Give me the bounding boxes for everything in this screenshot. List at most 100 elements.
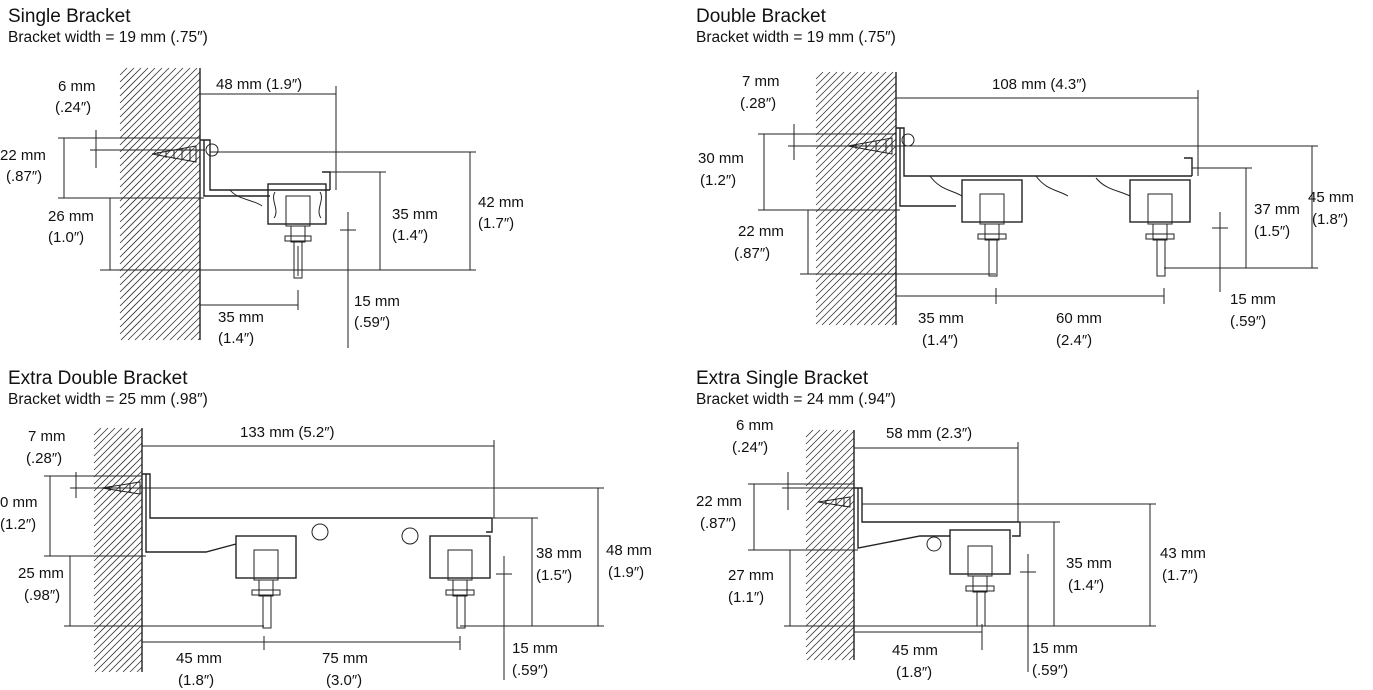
hatch-line (815, 71, 831, 87)
dim-label: 22 mm (0, 147, 46, 164)
hatch-line (805, 451, 855, 501)
hatch-line (119, 246, 201, 328)
dim-label: 25 mm (18, 565, 64, 582)
dimension-labels: 6 mm (.24″) 48 mm (1.9″) 22 mm (.87″) 26… (0, 76, 524, 347)
hatch-line (815, 96, 897, 178)
dim-label: (.87″) (734, 245, 770, 262)
dim-label: (.28″) (740, 95, 776, 112)
hatch-line (870, 299, 897, 326)
dim-label: (1.9″) (608, 564, 644, 581)
dim-label: 30 mm (698, 150, 744, 167)
dim-label: 0 mm (0, 494, 38, 511)
dimension-labels: 6 mm (.24″) 58 mm (2.3″) 22 mm (.87″) 27… (696, 417, 1206, 681)
dim-label: (1.2″) (700, 172, 736, 189)
hatch-line (93, 442, 143, 492)
hatch-line (805, 507, 855, 557)
dim-label: 58 mm (2.3″) (886, 425, 972, 442)
hatch-line (119, 239, 201, 321)
hatch-line (848, 654, 855, 661)
dim-label: 48 mm (606, 542, 652, 559)
dim-label: 38 mm (536, 545, 582, 562)
dimension-lines (748, 442, 1156, 672)
hatch-line (805, 514, 855, 564)
dim-label: (1.7″) (1162, 567, 1198, 584)
hatch-line (815, 208, 897, 290)
hatch-line (119, 197, 201, 279)
rail-carrier-right (1129, 179, 1191, 277)
hatch-line (805, 429, 814, 438)
hatch-line (119, 232, 201, 314)
hatch-line (119, 67, 156, 104)
dim-label: (1.0″) (48, 229, 84, 246)
dim-label: (1.4″) (1068, 577, 1104, 594)
dimension-lines (44, 440, 604, 680)
hatch-line (805, 444, 855, 494)
hatch-line (93, 498, 143, 548)
hatch-line (119, 71, 201, 153)
hatch-line (815, 166, 897, 248)
hatch-line (815, 187, 897, 269)
hatch-line (119, 225, 201, 307)
hatch-line (119, 113, 201, 195)
dim-label: 108 mm (4.3″) (992, 76, 1087, 93)
hatch-line (828, 257, 897, 326)
hatch-line (842, 271, 897, 326)
panel-title: Single Bracket (8, 6, 131, 27)
hatch-line (119, 190, 201, 272)
hatch-line (805, 500, 855, 550)
hatch-line (183, 323, 201, 341)
dim-label: (.87″) (700, 515, 736, 532)
hatch-line (119, 85, 201, 167)
dim-label: 48 mm (1.9″) (216, 76, 302, 93)
dim-label: 6 mm (736, 417, 774, 434)
bracket (142, 473, 493, 553)
hatch-line (815, 117, 897, 199)
dim-label: (1.5″) (1254, 223, 1290, 240)
dim-label: (.28″) (26, 450, 62, 467)
hatch-line (815, 152, 897, 234)
hatch-line (119, 92, 201, 174)
hatch-line (815, 71, 838, 94)
dim-label: 22 mm (738, 223, 784, 240)
dim-label: 27 mm (728, 567, 774, 584)
dim-label: 45 mm (1308, 189, 1354, 206)
hatch-line (93, 428, 143, 478)
hatch-line (863, 292, 897, 326)
hatch-line (93, 554, 143, 604)
hatch-line (93, 617, 143, 667)
hatch-line (805, 577, 855, 627)
dimension-labels: 7 mm (.28″) 108 mm (4.3″) 30 mm (1.2″) 2… (698, 73, 1354, 349)
hatch-line (162, 302, 201, 341)
double-bracket-drawing: 7 mm (.28″) 108 mm (4.3″) 30 mm (1.2″) 2… (698, 71, 1354, 349)
hatch-line (127, 267, 201, 341)
hatch-line (815, 71, 859, 115)
extra-double-bracket-drawing: 7 mm (.28″) 133 mm (5.2″) 0 mm (1.2″) 25… (0, 424, 652, 689)
hatch-line (93, 603, 143, 653)
hatch-line (93, 427, 137, 471)
hatch-line (190, 330, 201, 341)
hatch-line (93, 456, 143, 506)
hatch-line (813, 619, 855, 661)
hatch-line (93, 427, 130, 464)
dim-label: (2.4″) (1056, 332, 1092, 349)
hatch-line (119, 211, 201, 293)
hatch-line (93, 547, 143, 597)
panel-single-bracket: Single Bracket Bracket width = 19 mm (.7… (0, 0, 680, 355)
dim-label: 37 mm (1254, 201, 1300, 218)
hatch-line (820, 626, 855, 661)
dimension-labels: 7 mm (.28″) 133 mm (5.2″) 0 mm (1.2″) 25… (0, 424, 652, 689)
dim-label: (1.8″) (896, 664, 932, 681)
hatch-line (884, 313, 897, 326)
hatch-line (821, 250, 897, 326)
hatch-line (120, 260, 201, 341)
hatch-line (119, 155, 201, 237)
panel-subtitle: Bracket width = 19 mm (.75″) (8, 29, 208, 46)
hatch-line (94, 624, 143, 673)
hatch-line (119, 67, 142, 90)
hatch-line (93, 533, 143, 583)
panel-double-bracket: Double Bracket Bracket width = 19 mm (.7… (690, 0, 1373, 355)
dim-label: (.59″) (1230, 313, 1266, 330)
wall-hatching (815, 71, 897, 326)
panel-title: Extra Double Bracket (8, 368, 188, 389)
hatch-line (141, 281, 201, 341)
